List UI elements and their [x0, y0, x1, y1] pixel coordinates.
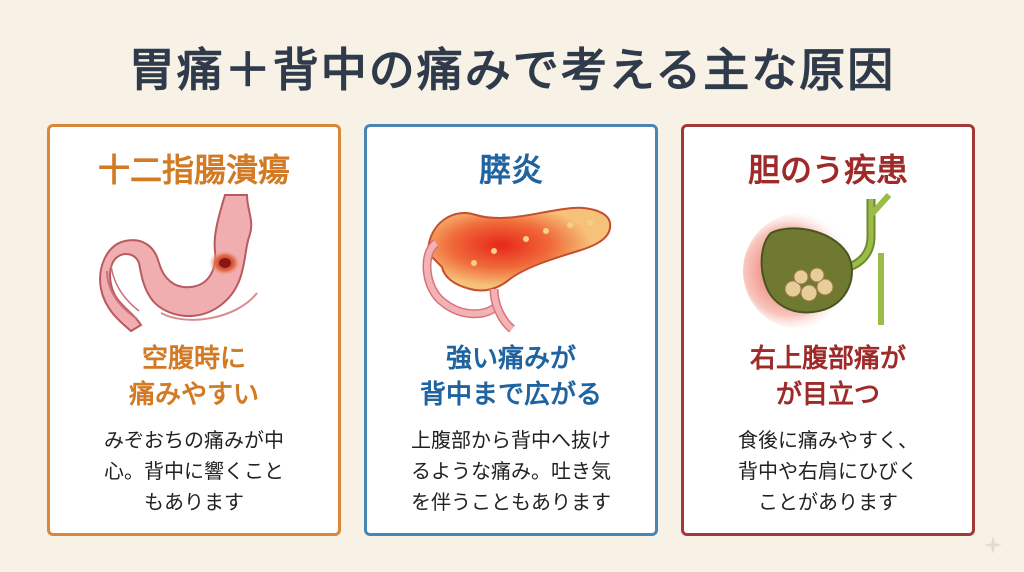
card-gallbladder-disease: 胆のう疾患 右上腹部痛が が目立つ 食後に痛みやすく、 背中や右肩にひびく こと… [681, 124, 975, 536]
card-highlight: 強い痛みが 背中まで広がる [419, 344, 602, 410]
page-title: 胃痛＋背中の痛みで考える主な原因 [128, 43, 896, 97]
stomach-ulcer-illustration-icon [99, 194, 258, 333]
card-description: みぞおちの痛みが中 心。背中に響くこと もあります [104, 428, 284, 514]
gallbladder-stones-illustration-icon [743, 193, 892, 329]
card-title: 膵炎 [478, 151, 543, 189]
sparkle-icon [984, 536, 1002, 554]
card-highlight: 空腹時に 痛みやすい [128, 344, 259, 410]
card-title: 十二指腸潰瘍 [97, 151, 290, 189]
card-description: 上腹部から背中へ抜け るような痛み。吐き気 を伴うこともあります [411, 428, 611, 514]
card-title: 胆のう疾患 [747, 151, 908, 189]
card-highlight: 右上腹部痛が が目立つ [749, 344, 906, 410]
inflamed-pancreas-illustration-icon [422, 206, 612, 333]
card-pancreatitis: 膵炎 強い痛みが 背中まで広がる 上腹部から背中へ抜け るような痛み。吐き気 を… [364, 124, 658, 536]
card-duodenal-ulcer: 十二指腸潰瘍 空腹時に 痛みやすい みぞおちの痛みが中 心。背中に響くこと もあ… [47, 124, 341, 536]
card-description: 食後に痛みやすく、 背中や右肩にひびく ことがあります [738, 428, 918, 514]
